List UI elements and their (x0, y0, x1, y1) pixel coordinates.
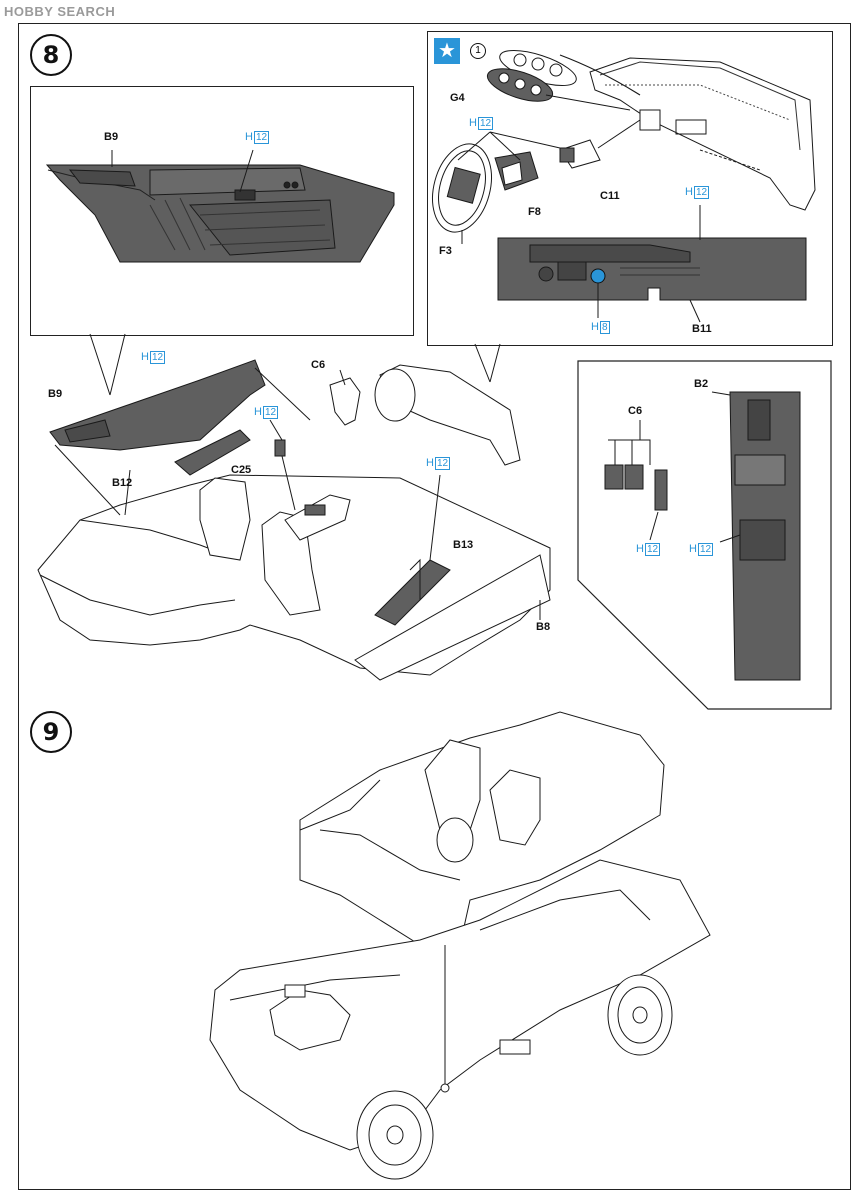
step-8-badge: 8 (30, 34, 72, 76)
paint-number: 12 (253, 131, 270, 144)
paint-prefix: H (636, 543, 644, 555)
part-label-c11: C11 (600, 190, 620, 202)
paint-prefix: H (591, 321, 599, 333)
paint-number: 12 (434, 457, 451, 470)
paint-prefix: H (254, 406, 262, 418)
paint-number: 12 (262, 406, 279, 419)
part-label-c6-main: C6 (311, 359, 326, 371)
paint-number: 8 (599, 321, 610, 334)
paint-prefix: H (141, 351, 149, 363)
part-label-b8: B8 (536, 621, 551, 633)
paint-prefix: H (245, 131, 253, 143)
paint-prefix: H (685, 186, 693, 198)
console-inset-drawing (604, 391, 801, 681)
hobby-search-watermark: HOBBY SEARCH (4, 4, 115, 19)
paint-prefix: H (426, 457, 434, 469)
dashboard-detail (432, 50, 816, 323)
paint-number: 12 (149, 351, 166, 364)
part-label-b11: B11 (692, 323, 712, 335)
page-frame (18, 23, 851, 1190)
part-label-b13: B13 (453, 539, 474, 551)
part-label-g4: G4 (450, 92, 465, 104)
step-9-badge: 9 (30, 711, 72, 753)
part-label-b9-main: B9 (48, 388, 63, 400)
star-icon: ★ (434, 38, 460, 64)
door-panel-b9-detail (45, 149, 395, 263)
watermark-text: HOBBY SEARCH (4, 4, 116, 19)
part-label-c25: C25 (231, 464, 252, 476)
part-label-f3: F3 (439, 245, 452, 257)
paint-number: 12 (477, 117, 494, 130)
part-label-b2: B2 (694, 378, 709, 390)
part-label-b12: B12 (112, 477, 133, 489)
part-label-b9-inset: B9 (104, 131, 119, 143)
paint-number: 12 (697, 543, 714, 556)
part-label-c6-inset: C6 (628, 405, 643, 417)
callout-number-1: 1 (470, 43, 486, 59)
part-label-f8: F8 (528, 206, 541, 218)
paint-number: 12 (693, 186, 710, 199)
paint-prefix: H (469, 117, 477, 129)
step8-main-assembly (37, 333, 551, 681)
paint-number: 12 (644, 543, 661, 556)
paint-prefix: H (689, 543, 697, 555)
step9-assembly (209, 711, 711, 1180)
